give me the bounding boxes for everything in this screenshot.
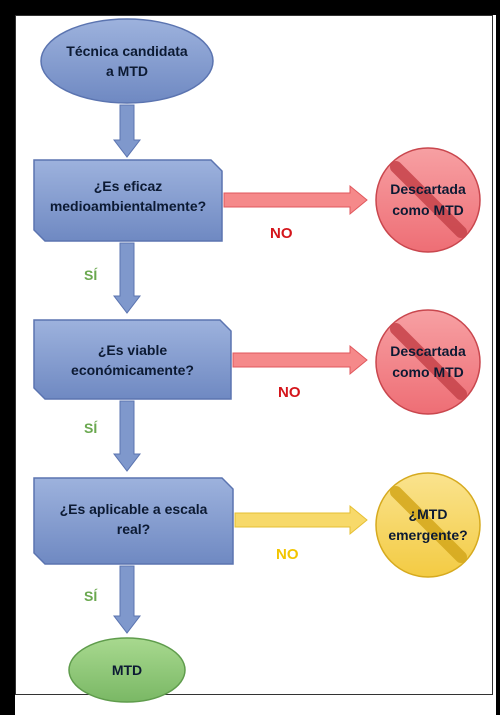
question-3-label: ¿Es aplicable a escala real? bbox=[59, 501, 208, 537]
arrow-down-q2-q3 bbox=[112, 400, 142, 472]
start-ellipse bbox=[40, 18, 214, 104]
edge-label-si-2: SÍ bbox=[84, 420, 98, 436]
edge-label-no-1: NO bbox=[270, 225, 293, 242]
frame-border-left bbox=[0, 0, 15, 715]
question-1-label: ¿Es eficaz medioambientalmente? bbox=[49, 178, 207, 214]
end-label: MTD bbox=[111, 662, 143, 678]
end-ellipse bbox=[68, 637, 186, 703]
question-box-2 bbox=[33, 319, 232, 400]
start-label: Técnica candidata a MTD bbox=[66, 43, 188, 79]
frame-border-top bbox=[0, 0, 500, 15]
outcome-1-label: Descartada como MTD bbox=[390, 181, 466, 218]
arrow-down-start-q1 bbox=[112, 104, 142, 158]
stop-sign-3 bbox=[375, 472, 481, 578]
outcome-2-label: Descartada como MTD bbox=[390, 343, 466, 380]
question-box-3 bbox=[33, 477, 234, 565]
stop-sign-1 bbox=[375, 147, 481, 253]
arrow-no-3 bbox=[234, 504, 368, 536]
question-box-1 bbox=[33, 159, 223, 242]
frame-border-right bbox=[496, 0, 500, 715]
arrow-no-2 bbox=[232, 344, 368, 376]
edge-label-si-3: SÍ bbox=[84, 588, 98, 604]
stop-sign-2 bbox=[375, 309, 481, 415]
arrow-down-q3-end bbox=[112, 565, 142, 634]
arrow-no-1 bbox=[223, 184, 368, 216]
edge-label-no-3: NO bbox=[276, 546, 299, 563]
edge-label-no-2: NO bbox=[278, 384, 301, 401]
outcome-3-label: ¿MTD emergente? bbox=[388, 506, 468, 543]
arrow-down-q1-q2 bbox=[112, 242, 142, 314]
question-2-label: ¿Es viable económicamente? bbox=[71, 342, 194, 378]
edge-label-si-1: SÍ bbox=[84, 267, 98, 283]
